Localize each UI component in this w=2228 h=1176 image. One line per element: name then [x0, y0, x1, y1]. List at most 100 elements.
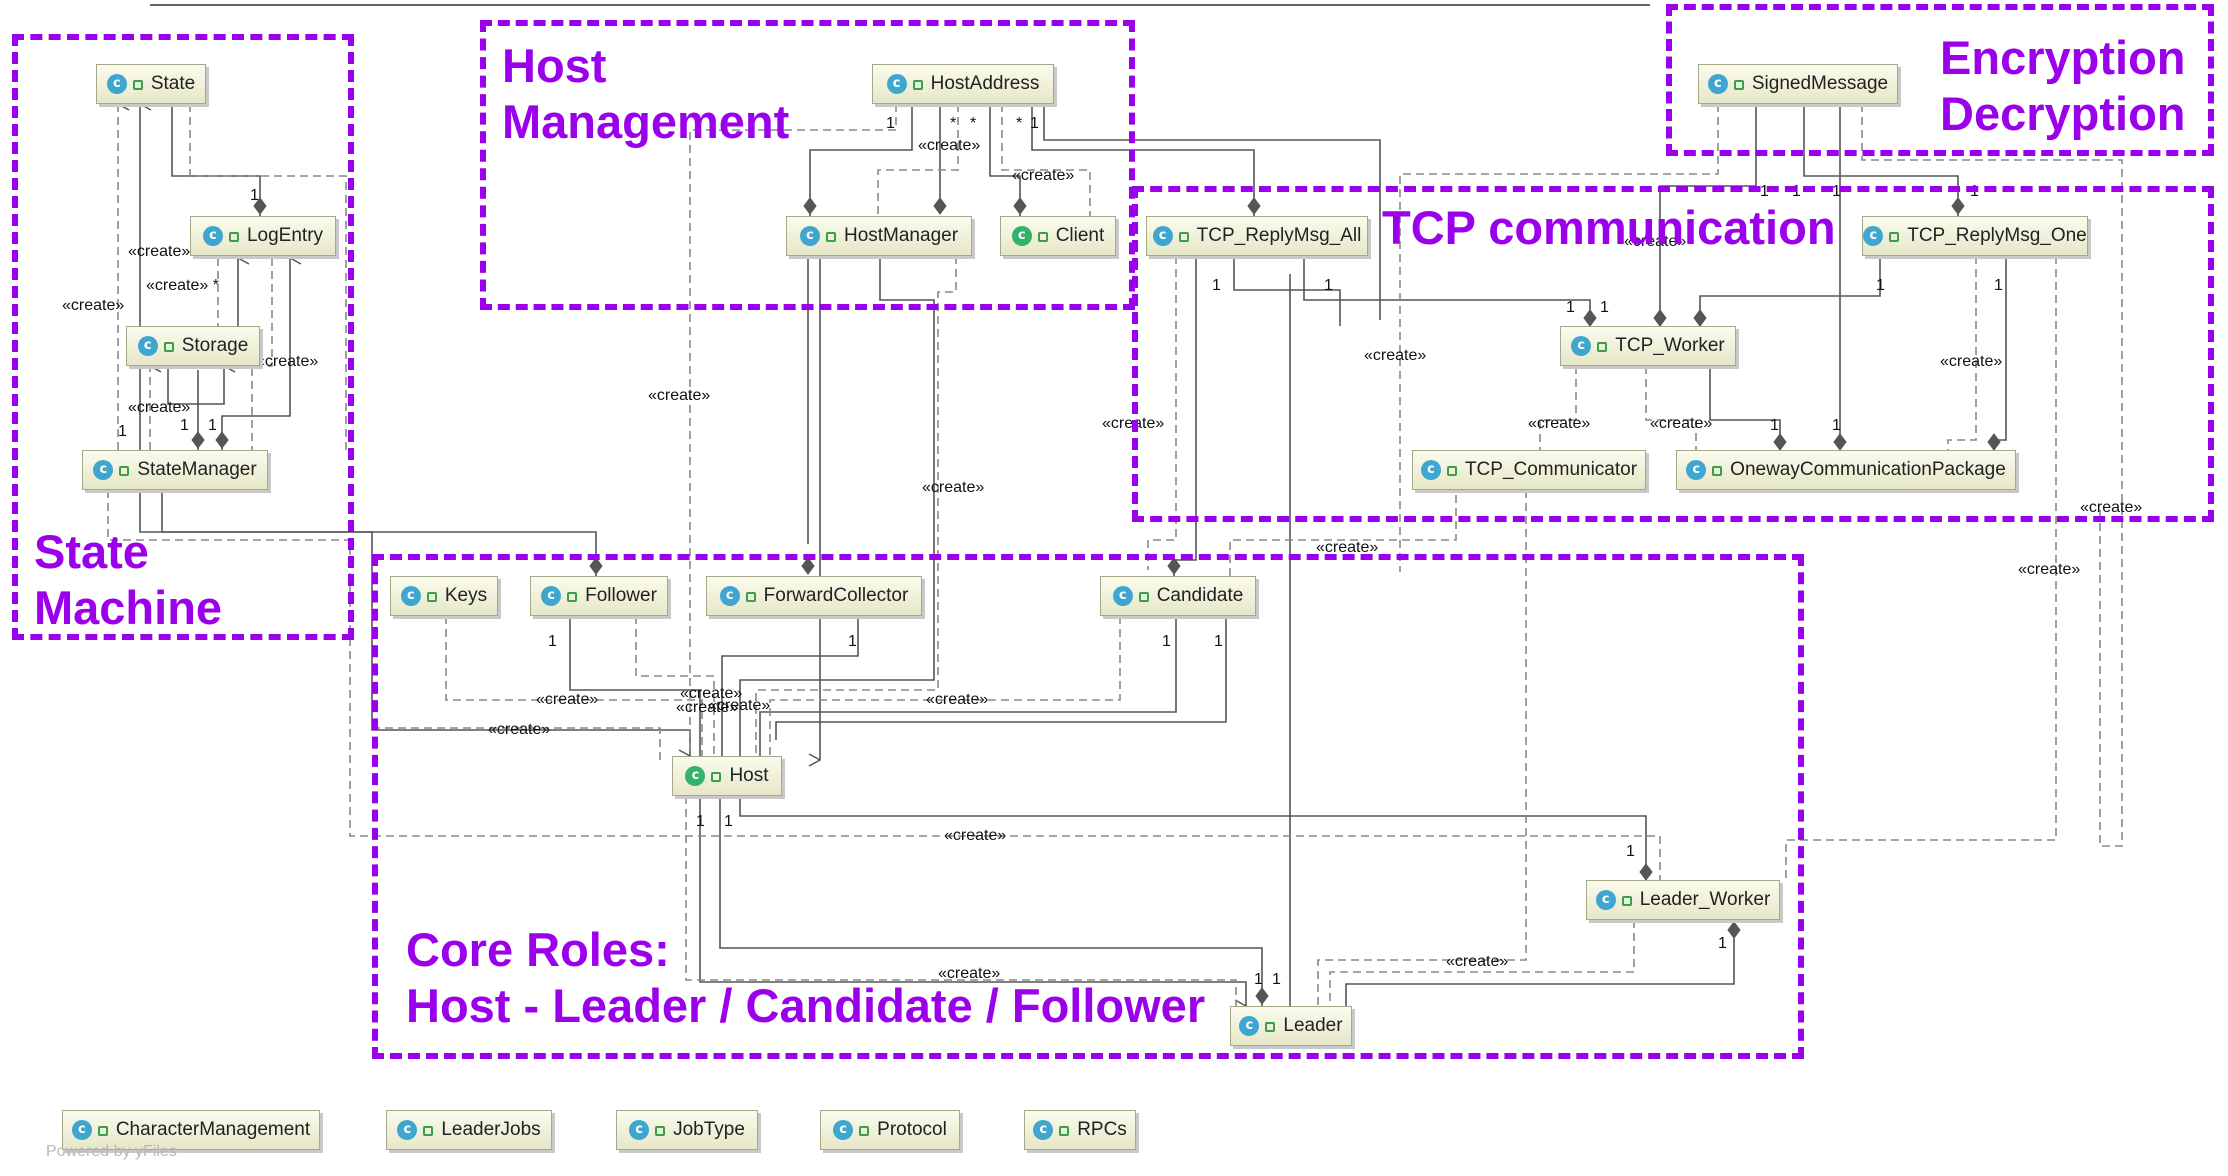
create-edge-communicator-worker: [1539, 366, 1577, 450]
edge-label: «create»: [680, 685, 742, 702]
create-edge-leaderworker-replyone: [1785, 256, 2057, 880]
edge-label: 1: [1212, 277, 1221, 294]
lock-icon: [1712, 466, 1723, 476]
edge-label: «create»: [708, 697, 770, 714]
edge-label: «create»: [648, 387, 710, 404]
class-icon: c: [799, 226, 820, 246]
class-icon: c: [400, 586, 421, 606]
edge-label: *: [1016, 115, 1022, 132]
edge-label: «create»: [922, 479, 984, 496]
create-edge-host-keys: [445, 616, 703, 756]
edge-label: 1: [848, 633, 857, 650]
lock-icon: [1138, 592, 1149, 602]
create-edge-leaderworker-leader: [1329, 920, 1635, 1006]
assoc-edge-leaderworker-host: [739, 796, 1647, 880]
class-icon: c: [71, 1120, 92, 1140]
create-edge-leaderworker-statemanager: [107, 490, 1661, 880]
edge-label: «create»: [2018, 561, 2080, 578]
assoc-edge-worker-replyall: [1233, 256, 1341, 326]
class-icon: c: [137, 336, 158, 356]
composition-diamond: [803, 197, 817, 215]
assoc-edge-client-hostaddress: [989, 104, 1021, 216]
edge-label: 1: [1626, 843, 1635, 860]
lock-icon: [912, 80, 923, 90]
assoc-edge-host-candidate: [759, 616, 1177, 756]
lock-icon: [1059, 1126, 1070, 1136]
edge-label: 1: [250, 187, 259, 204]
create-edge-statemanager-logentry: [251, 258, 273, 450]
region-core-roles: [372, 554, 1804, 1059]
edge-label: 1: [1600, 299, 1609, 316]
lock-icon: [1889, 232, 1900, 242]
edge-label: «create»: [2080, 499, 2142, 516]
edge-label: «create»: [256, 353, 318, 370]
assoc-edge-host-hostmanager-2: [739, 256, 935, 756]
class-icon: c: [106, 74, 127, 94]
edge-label: 1: [1324, 277, 1333, 294]
credit-text: Powered by yFiles: [46, 1143, 177, 1160]
edge-label: 1: [1566, 299, 1575, 316]
composition-diamond: [215, 431, 229, 449]
create-edge-host-hostmanager: [755, 256, 957, 756]
assoc-edge-storagemanager-storage: [167, 366, 224, 405]
create-edge-leader-host: [685, 796, 1237, 1006]
create-edge-hostmanager-hostaddress: [877, 104, 959, 216]
composition-diamond: [1013, 197, 1027, 215]
composition-diamond: [1247, 197, 1261, 215]
lock-icon: [567, 592, 578, 602]
edge-label: «create»: [1446, 953, 1508, 970]
class-icon: c: [202, 226, 223, 246]
create-edge-state-logentry: [189, 104, 347, 452]
region-encryption: [1666, 4, 2214, 156]
class-icon: c: [1686, 460, 1707, 480]
assoc-edge-replyall-hostaddress: [1031, 104, 1255, 216]
lock-icon: [228, 232, 239, 242]
edge-label: 1: [1162, 633, 1171, 650]
edge-label: «create»: [938, 965, 1000, 982]
class-icon: c: [1707, 74, 1728, 94]
composition-diamond: [1727, 921, 1741, 939]
class-icon: c: [1420, 460, 1441, 480]
class-icon: c: [629, 1120, 650, 1140]
lock-icon: [132, 80, 143, 90]
edge-label: 1: [1832, 417, 1841, 434]
region-label-tcp: TCP communication: [1382, 201, 1836, 254]
assoc-edge-host-candidate-2: [775, 616, 1227, 740]
assoc-edge-leader-leaderworker: [1345, 920, 1735, 1006]
lock-icon: [1178, 232, 1189, 242]
edge-label: 1: [1994, 277, 2003, 294]
composition-diamond: [1255, 987, 1269, 1005]
edge-label: «create»: [1364, 347, 1426, 364]
class-icon: c: [541, 586, 562, 606]
lock-icon: [119, 466, 130, 476]
assoc-edge-leader-host-2: [719, 796, 1263, 1006]
lock-icon: [711, 772, 722, 782]
region-label-state-machine: State Machine: [34, 525, 223, 634]
assoc-edge-worker-hostaddress: [1043, 104, 1381, 320]
